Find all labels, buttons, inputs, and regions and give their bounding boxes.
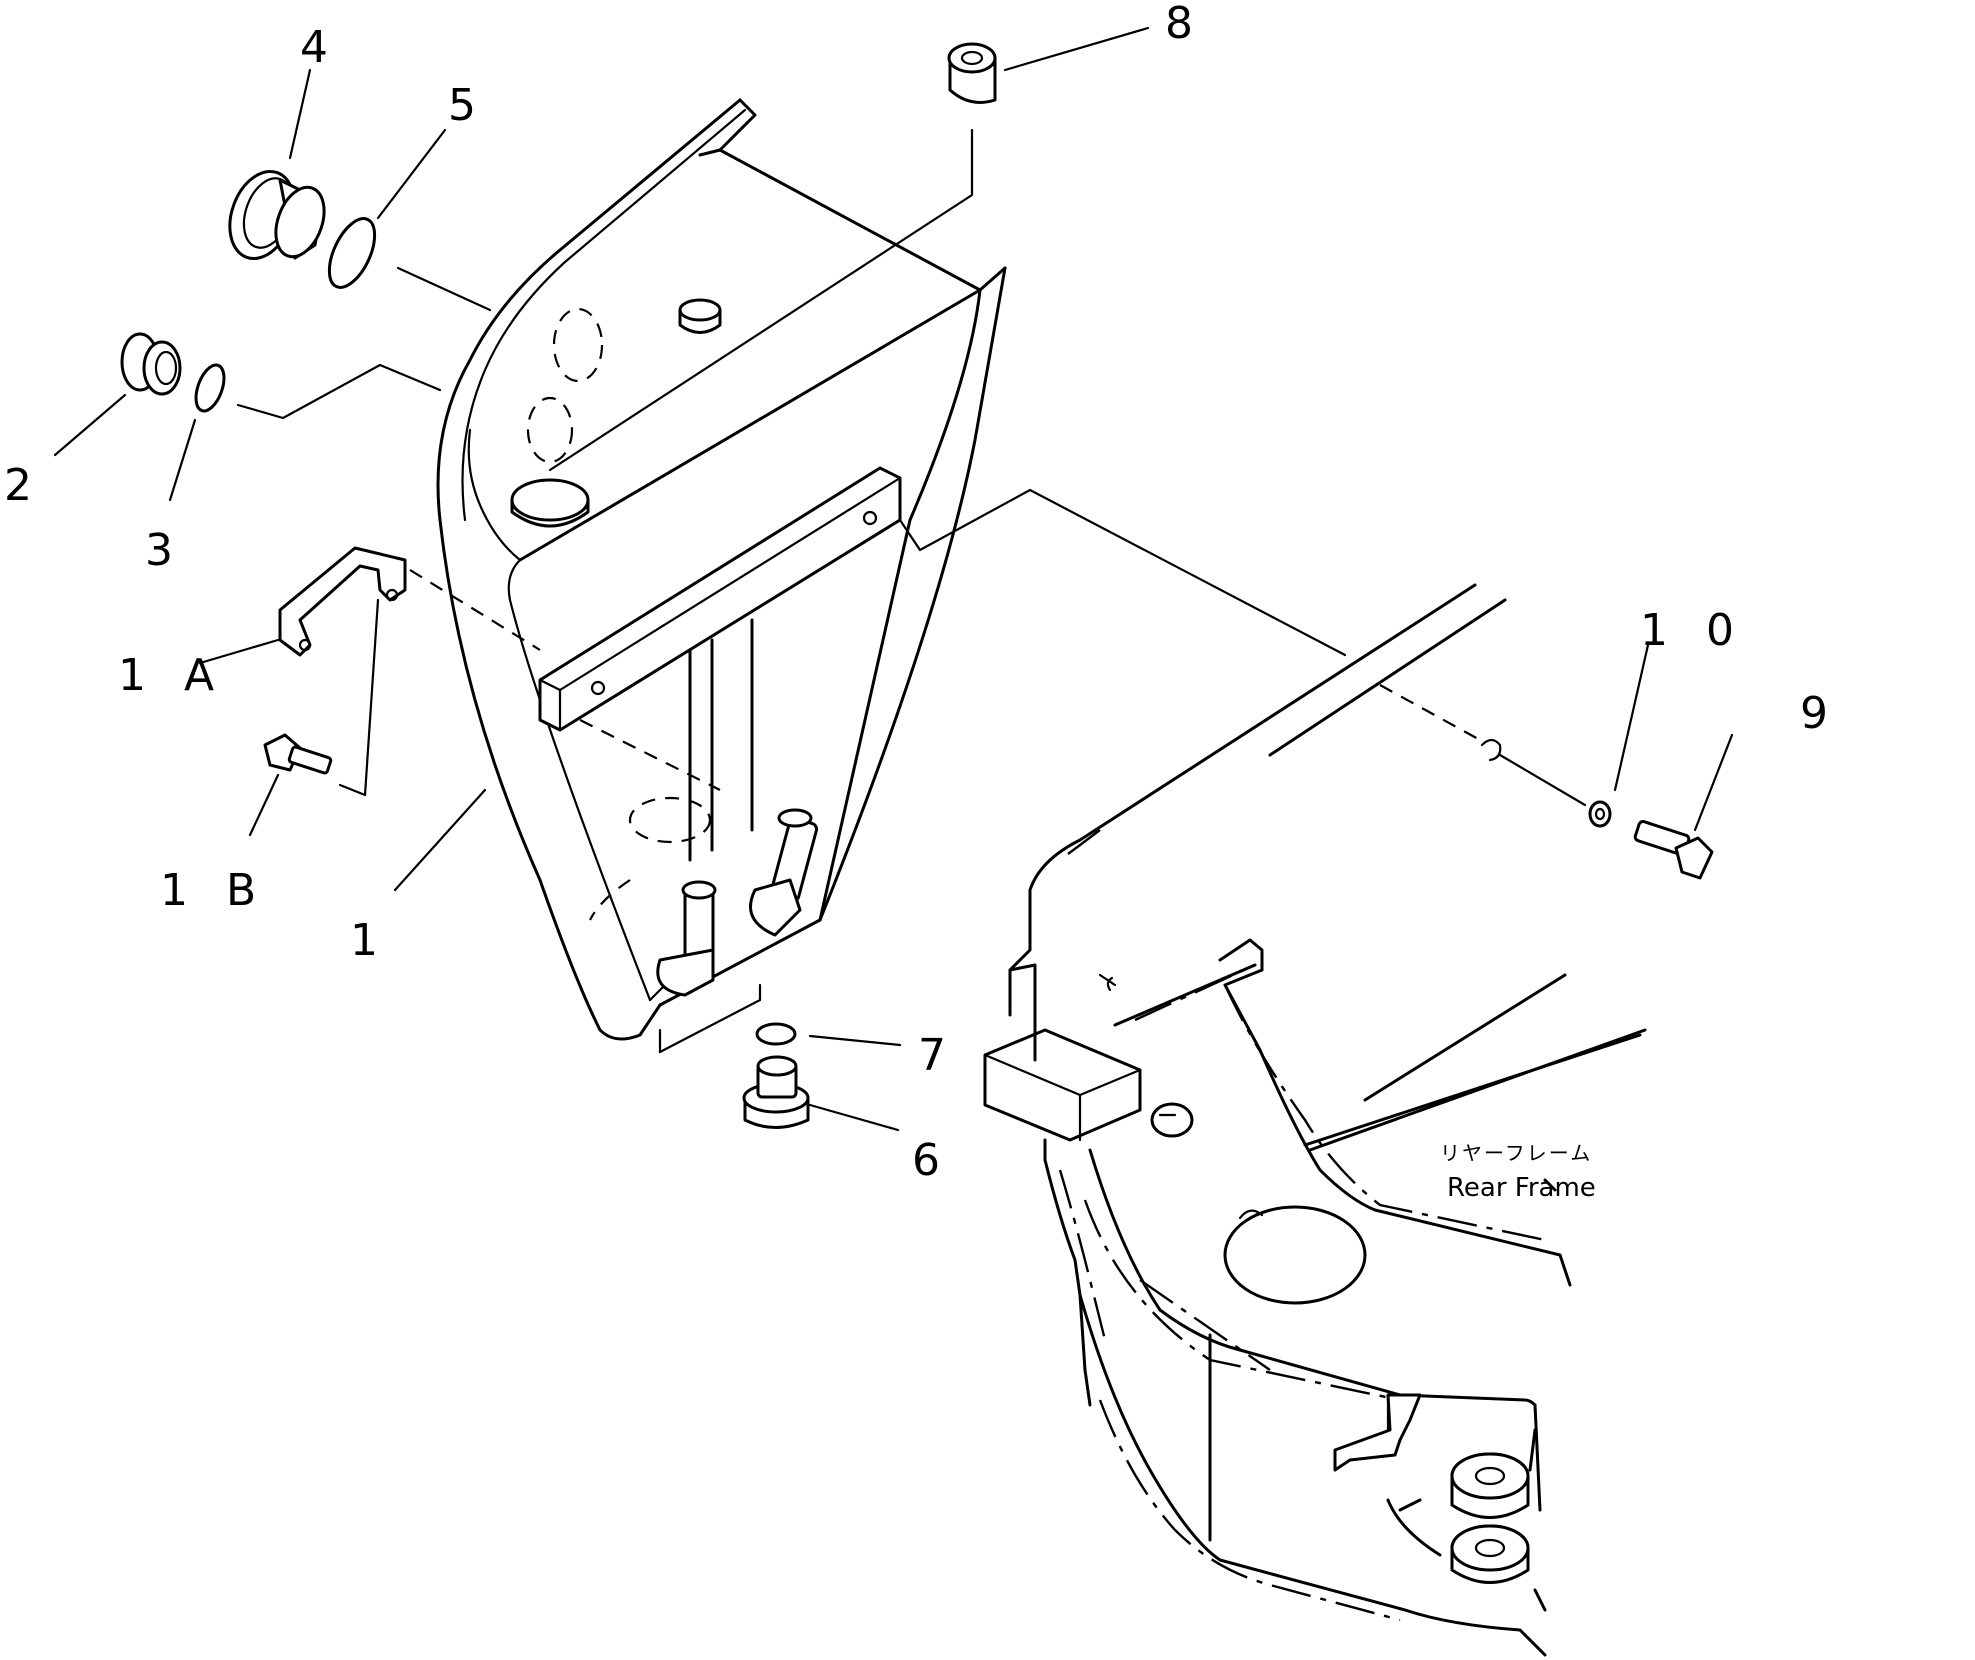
caption-japanese: リヤーフレーム <box>1440 1141 1592 1165</box>
label-part-8: 8 <box>1165 0 1193 49</box>
label-part-1a: 1 A <box>118 650 226 701</box>
washer-3 <box>194 363 226 413</box>
label-part-9: 9 <box>1800 688 1828 739</box>
bracket-1a <box>278 546 407 657</box>
grommet-8 <box>947 42 997 104</box>
rear-frame <box>983 583 1647 1657</box>
label-part-7: 7 <box>918 1030 946 1081</box>
part-labels: 4 5 8 2 3 1 A 1 B 1 7 6 1 0 9 <box>4 0 1828 1186</box>
washer-10 <box>1588 800 1612 828</box>
bolt-9 <box>1633 819 1714 880</box>
o-ring-7 <box>755 1022 797 1046</box>
label-part-1: 1 <box>350 915 378 966</box>
rear-frame-caption: リヤーフレーム Rear Frame <box>1440 1141 1596 1203</box>
caption-english: Rear Frame <box>1447 1173 1596 1203</box>
plug-2 <box>120 332 182 396</box>
leader-lines <box>53 26 1734 1132</box>
label-part-4: 4 <box>300 22 328 73</box>
label-part-1b: 1 B <box>160 865 268 916</box>
label-part-3: 3 <box>145 525 173 576</box>
cap-4 <box>228 169 326 261</box>
label-part-10: 1 0 <box>1640 605 1746 656</box>
o-ring-5 <box>327 217 377 289</box>
plug-6 <box>742 1055 810 1129</box>
label-part-5: 5 <box>448 80 476 131</box>
label-part-2: 2 <box>4 460 32 511</box>
label-part-6: 6 <box>912 1135 940 1186</box>
bolt-1b <box>263 733 333 775</box>
tank-body <box>436 98 1007 1041</box>
